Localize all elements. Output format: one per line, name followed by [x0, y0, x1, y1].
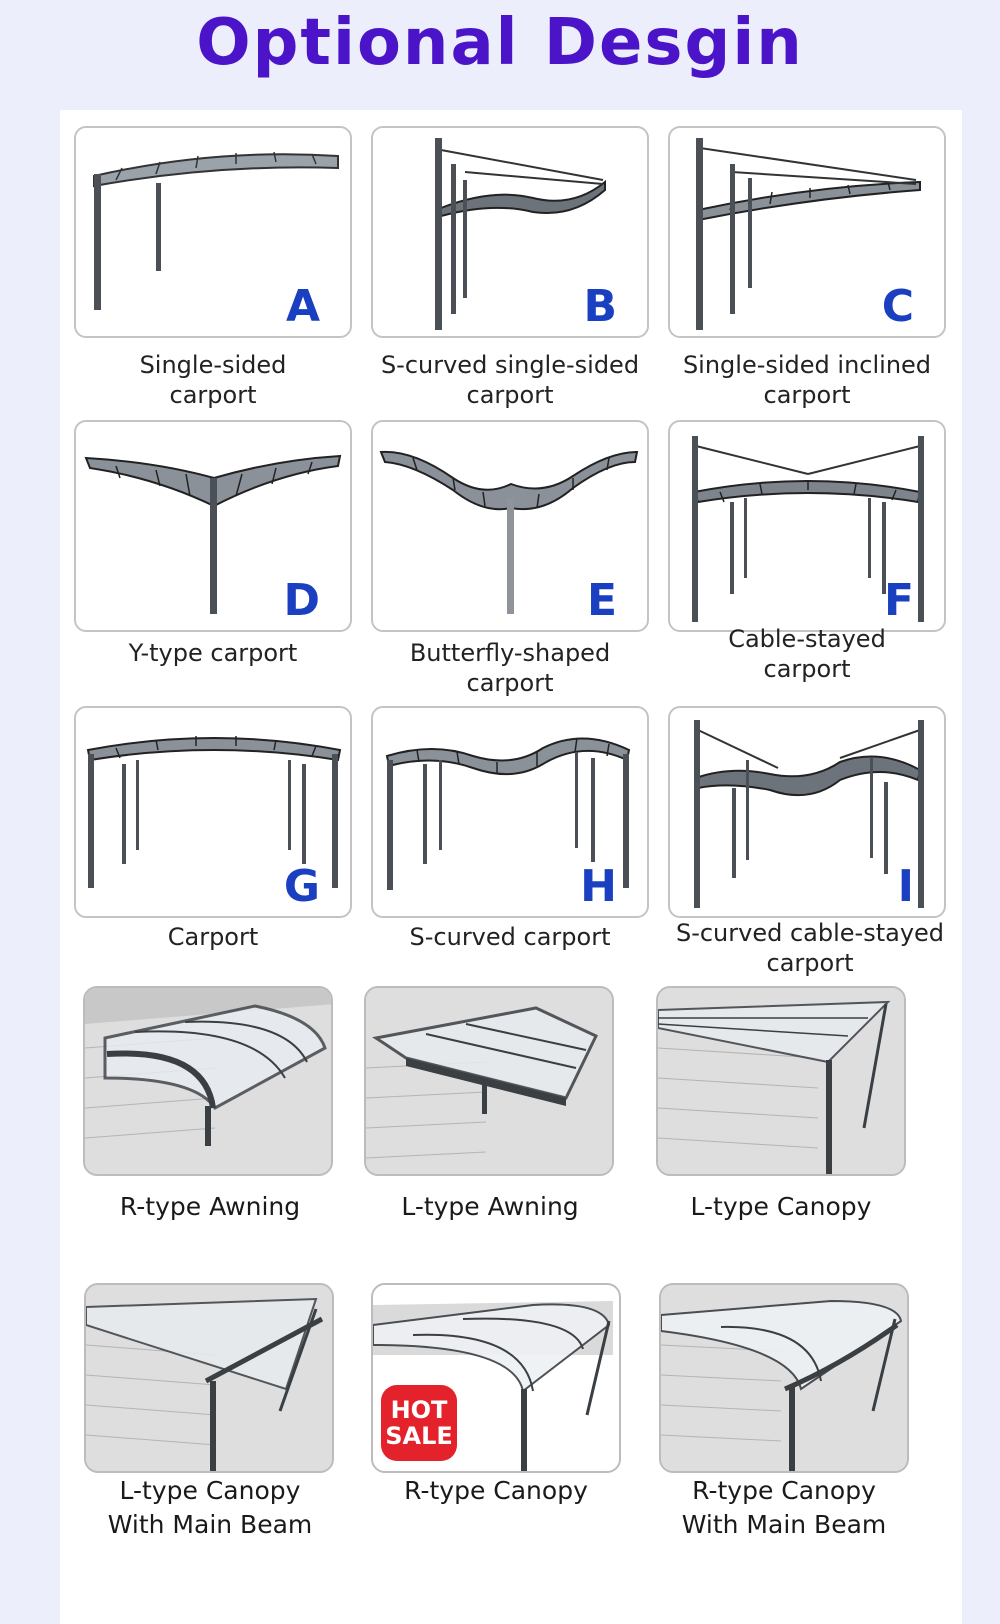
- carport-letter: E: [586, 575, 617, 626]
- carport-card-c[interactable]: C: [668, 126, 946, 338]
- carport-letter: C: [881, 281, 914, 332]
- page-title: Optional Desgin: [196, 6, 804, 80]
- l-type-awning-drawing: [366, 988, 612, 1174]
- awning-caption: R-type Canopy With Main Beam: [681, 1476, 887, 1539]
- carport-caption: Single-sided inclined carport: [682, 351, 932, 409]
- carport-letter: D: [283, 575, 320, 626]
- awning-caption: L-type Canopy With Main Beam: [107, 1476, 313, 1539]
- badge-line-1: HOT: [390, 1396, 448, 1424]
- l-type-canopy-main-beam-drawing: [86, 1285, 332, 1471]
- carport-caption: Y-type carport: [128, 639, 298, 667]
- awning-caption: R-type Awning: [119, 1192, 301, 1221]
- carport-caption: Cable-stayed carport: [728, 625, 886, 683]
- awning-caption: L-type Awning: [401, 1192, 579, 1221]
- carport-card-h[interactable]: H: [371, 706, 649, 918]
- carport-letter: I: [897, 861, 914, 912]
- hot-sale-badge: HOT SALE: [381, 1385, 457, 1461]
- single-sided-carport-drawing: [93, 151, 339, 310]
- carport-card-d[interactable]: D: [74, 420, 352, 632]
- l-type-canopy-drawing: [658, 988, 904, 1174]
- cable-stayed-carport-drawing: [692, 436, 924, 622]
- carport-caption: Butterfly-shaped carport: [409, 639, 611, 697]
- y-type-carport-drawing: [84, 454, 342, 614]
- carport-card-e[interactable]: E: [371, 420, 649, 632]
- carport-caption: S-curved cable-stayed carport: [675, 919, 945, 977]
- r-type-canopy-main-beam-card[interactable]: [659, 1283, 909, 1473]
- awning-caption: R-type Canopy: [404, 1476, 588, 1505]
- r-type-awning-card[interactable]: [83, 986, 333, 1176]
- s-curved-single-sided-carport-drawing: [435, 138, 606, 330]
- carport-card-a[interactable]: A: [74, 126, 352, 338]
- s-curved-cable-stayed-carport-drawing: [694, 720, 924, 908]
- carport-card-b[interactable]: B: [371, 126, 649, 338]
- r-type-awning-drawing: [85, 988, 331, 1174]
- carport-card-i[interactable]: I: [668, 706, 946, 918]
- r-type-canopy-card[interactable]: HOT SALE: [371, 1283, 621, 1473]
- carport-letter: G: [283, 861, 320, 912]
- carport-letter: F: [883, 575, 914, 626]
- s-curved-carport-drawing: [385, 737, 631, 890]
- carport-caption: S-curved single-sided carport: [380, 351, 640, 409]
- carport-letter: A: [285, 281, 320, 332]
- carport-caption: Single-sided carport: [139, 351, 287, 409]
- l-type-canopy-card[interactable]: [656, 986, 906, 1176]
- design-panel: A Single-sided carport B S-curved single…: [60, 110, 962, 1624]
- r-type-canopy-main-beam-drawing: [661, 1285, 907, 1471]
- carport-letter: H: [580, 861, 617, 912]
- single-sided-inclined-carport-drawing: [696, 138, 921, 330]
- badge-line-2: SALE: [385, 1422, 453, 1450]
- carport-caption: S-curved carport: [409, 923, 611, 951]
- carport-card-g[interactable]: G: [74, 706, 352, 918]
- carport-letter: B: [583, 281, 617, 332]
- l-type-awning-card[interactable]: [364, 986, 614, 1176]
- awning-caption: L-type Canopy: [690, 1192, 872, 1221]
- butterfly-shaped-carport-drawing: [379, 450, 639, 614]
- l-type-canopy-main-beam-card[interactable]: [84, 1283, 334, 1473]
- carport-drawing: [86, 736, 342, 888]
- carport-caption: Carport: [167, 923, 259, 951]
- carport-card-f[interactable]: F: [668, 420, 946, 632]
